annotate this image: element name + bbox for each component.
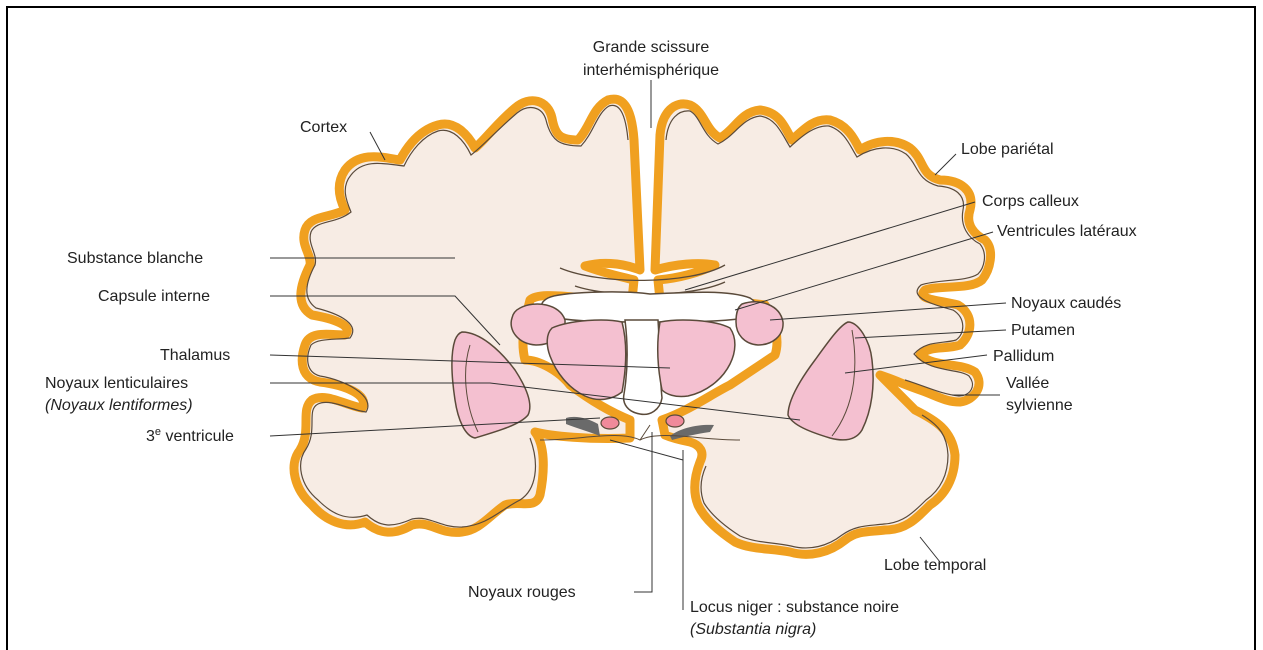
label-capsule-interne: Capsule interne	[98, 288, 210, 305]
right-red-nucleus	[666, 415, 684, 427]
label-thalamus: Thalamus	[160, 347, 230, 364]
label-lobe-parietal: Lobe pariétal	[961, 141, 1054, 158]
label-fissure-line1: Grande scissure	[593, 39, 710, 56]
label-3e-number: 3	[146, 428, 155, 445]
right-caudate-nucleus	[736, 302, 783, 345]
leader-lobe-parietal	[935, 154, 956, 175]
label-ventricules-lateraux: Ventricules latéraux	[997, 223, 1137, 240]
leader-locus-niger-branch	[610, 440, 683, 460]
label-locus-niger: Locus niger : substance noire	[690, 599, 899, 616]
label-vallee-line2: sylvienne	[1006, 397, 1073, 414]
label-3e-rest: ventricule	[161, 428, 234, 445]
label-noyaux-rouges: Noyaux rouges	[468, 584, 576, 601]
label-substance-blanche: Substance blanche	[67, 250, 203, 267]
label-corps-calleux: Corps calleux	[982, 193, 1079, 210]
label-vallee-line1: Vallée	[1006, 375, 1049, 392]
left-red-nucleus	[601, 417, 619, 429]
label-3e-ventricule: 3e ventricule	[146, 426, 234, 445]
label-cortex: Cortex	[300, 119, 347, 136]
label-pallidum: Pallidum	[993, 348, 1054, 365]
label-noyaux-lentiformes: (Noyaux lentiformes)	[45, 397, 193, 414]
label-lobe-temporal: Lobe temporal	[884, 557, 986, 574]
label-fissure-line2: interhémisphérique	[583, 62, 719, 79]
label-putamen: Putamen	[1011, 322, 1075, 339]
label-noyaux-caudes: Noyaux caudés	[1011, 295, 1121, 312]
label-noyaux-lenticulaires: Noyaux lenticulaires	[45, 375, 188, 392]
label-substantia-nigra: (Substantia nigra)	[690, 621, 816, 638]
lateral-ventricles	[541, 292, 756, 322]
leader-noyaux-rouges	[634, 432, 652, 592]
